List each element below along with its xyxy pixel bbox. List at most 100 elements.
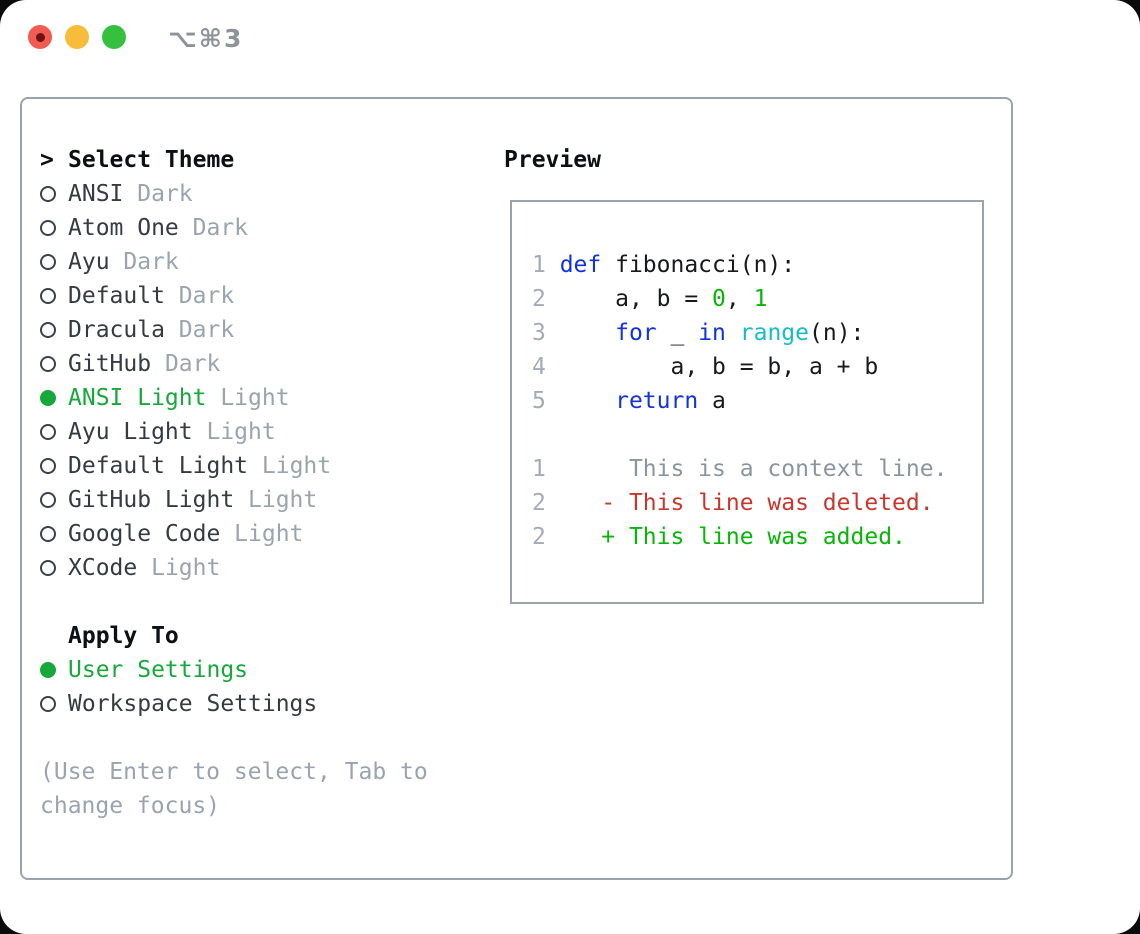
theme-option-google-code[interactable]: Google Code Light (40, 517, 470, 551)
theme-variant-label: Light (261, 453, 332, 479)
code-line: 1 This is a context line. (532, 452, 982, 486)
code-token-fg: , (725, 286, 754, 312)
theme-option-xcode[interactable]: XCode Light (40, 551, 470, 585)
line-number: 3 (532, 320, 560, 346)
theme-option-label: ANSI Light (68, 385, 221, 411)
theme-option-dracula[interactable]: Dracula Dark (40, 313, 470, 347)
code-token-kw: in (698, 320, 726, 346)
prompt-icon: > (40, 147, 54, 173)
theme-option-default-light[interactable]: Default Light Light (40, 449, 470, 483)
code-token-fg: (n): (809, 320, 865, 346)
radio-selected-icon (40, 390, 56, 406)
radio-icon (40, 696, 56, 712)
preview-heading: Preview (504, 143, 601, 177)
radio-icon (40, 560, 56, 576)
theme-option-ayu-light[interactable]: Ayu Light Light (40, 415, 470, 449)
code-token-del: - This line was deleted. (559, 490, 934, 516)
line-number: 1 (532, 252, 560, 278)
theme-option-label: Default (68, 283, 179, 309)
code-token-num: 1 (753, 286, 768, 312)
theme-variant-label: Light (248, 487, 318, 513)
keyboard-hint: (Use Enter to select, Tab to change focu… (40, 759, 428, 819)
code-token-kw: for (615, 320, 657, 346)
code-line: 2 - This line was deleted. (532, 486, 982, 520)
theme-variant-label: Light (206, 419, 276, 445)
zoom-button[interactable] (102, 25, 126, 49)
theme-option-github-light[interactable]: GitHub Light Light (40, 483, 470, 517)
theme-variant-label: Dark (123, 249, 179, 275)
theme-option-label: Dracula (68, 317, 179, 343)
radio-icon (40, 526, 56, 542)
select-theme-heading: > Select Theme (40, 143, 470, 177)
apply-option-label: Workspace Settings (68, 691, 318, 717)
theme-variant-label: Light (151, 555, 221, 581)
code-token-kw: return (615, 388, 699, 414)
theme-option-default[interactable]: Default Dark (40, 279, 470, 313)
theme-option-ayu[interactable]: Ayu Dark (40, 245, 470, 279)
preview-label: Preview (504, 147, 601, 173)
theme-option-atom-one[interactable]: Atom One Dark (40, 211, 470, 245)
theme-option-label: ANSI (68, 181, 138, 207)
code-token-fg: _ (656, 320, 699, 346)
minimize-button[interactable] (65, 25, 89, 49)
theme-variant-label: Dark (178, 283, 235, 309)
theme-option-label: Default Light (68, 453, 262, 479)
apply-option-workspace-settings[interactable]: Workspace Settings (40, 687, 470, 721)
line-number: 4 (532, 354, 560, 380)
code-token-fg (560, 388, 615, 414)
theme-variant-label: Light (220, 385, 290, 411)
spacer (40, 585, 470, 619)
apply-to-label: Apply To (68, 623, 179, 649)
code-token-kw: def (559, 252, 602, 278)
close-dot-icon (35, 32, 45, 42)
code-line: 1 def fibonacci(n): (532, 248, 982, 282)
code-token-fg: a, b = (559, 286, 713, 312)
theme-variant-label: Dark (137, 181, 193, 207)
apply-to-heading: Apply To (40, 619, 470, 653)
radio-selected-icon (40, 662, 56, 678)
theme-option-label: Ayu (68, 249, 124, 275)
code-line (532, 418, 982, 452)
radio-icon (40, 288, 56, 304)
code-token-add: + This line was added. (559, 524, 906, 550)
code-token-builtin: range (739, 320, 809, 346)
theme-option-label: Atom One (68, 215, 193, 241)
code-token-ctx: This is a context line. (559, 456, 948, 482)
theme-option-label: Ayu Light (68, 419, 207, 445)
theme-option-ansi[interactable]: ANSI Dark (40, 177, 470, 211)
radio-icon (40, 254, 56, 270)
apply-option-label: User Settings (68, 657, 249, 683)
theme-option-label: Google Code (68, 521, 235, 547)
select-theme-label: Select Theme (68, 147, 235, 173)
radio-icon (40, 220, 56, 236)
radio-icon (40, 458, 56, 474)
code-line: 4 a, b = b, a + b (532, 350, 982, 384)
theme-option-label: GitHub Light (68, 487, 249, 513)
radio-icon (40, 356, 56, 372)
apply-option-user-settings[interactable]: User Settings (40, 653, 470, 687)
code-token-fg (726, 320, 740, 346)
line-number: 5 (532, 388, 560, 414)
close-button[interactable] (28, 25, 52, 49)
theme-option-label: GitHub (68, 351, 165, 377)
radio-icon (40, 424, 56, 440)
line-number: 1 (532, 456, 560, 482)
code-line: 2 + This line was added. (532, 520, 982, 554)
theme-option-github[interactable]: GitHub Dark (40, 347, 470, 381)
code-token-fg: a, b = b, a + b (559, 354, 879, 380)
theme-variant-label: Light (234, 521, 304, 547)
traffic-lights (28, 25, 126, 49)
code-line: 3 for _ in range(n): (532, 316, 982, 350)
theme-option-ansi-light[interactable]: ANSI Light Light (40, 381, 470, 415)
theme-option-label: XCode (68, 555, 152, 581)
spacer (40, 721, 470, 755)
code-token-fg: fibonacci(n): (601, 252, 796, 278)
radio-icon (40, 322, 56, 338)
window-title: ⌥⌘3 (168, 24, 244, 53)
radio-icon (40, 186, 56, 202)
